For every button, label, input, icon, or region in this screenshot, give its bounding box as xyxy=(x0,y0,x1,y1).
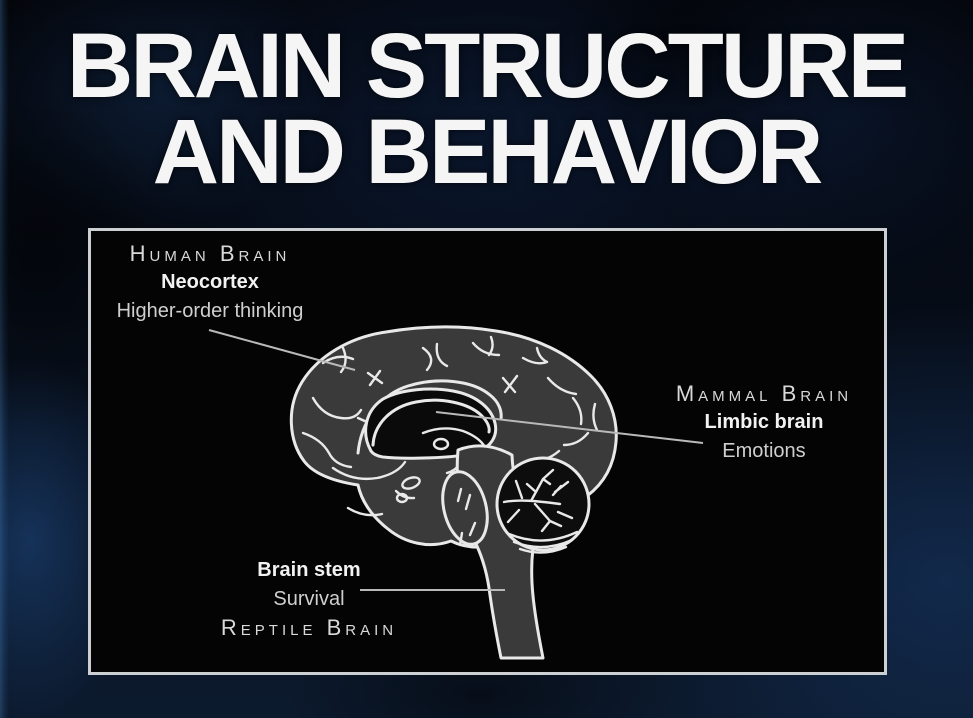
thalamus-line xyxy=(421,427,487,449)
human-brain-function: Higher-order thinking xyxy=(116,300,304,322)
mammal-brain-function: Emotions xyxy=(722,440,806,462)
reptile-brain-structure: Brain stem xyxy=(257,559,361,581)
label-group-mammal-brain: Mammal Brain Limbic brain Emotions xyxy=(676,380,852,466)
leader-line-limbic xyxy=(435,411,704,444)
mammillary-oval xyxy=(401,476,421,490)
diagram-panel: Human Brain Neocortex Higher-order think… xyxy=(88,228,887,675)
leader-line-neocortex xyxy=(208,329,356,371)
mammal-brain-heading: Mammal Brain xyxy=(675,381,853,406)
slide-title: BRAIN STRUCTURE AND BEHAVIOR xyxy=(0,15,973,203)
label-group-human-brain: Human Brain Neocortex Higher-order think… xyxy=(117,240,304,326)
reptile-brain-heading: Reptile Brain xyxy=(220,615,398,640)
gyri-sulci-lines xyxy=(301,335,599,517)
pons-shape xyxy=(441,470,489,546)
brain-sagittal-illustration xyxy=(208,325,704,660)
reptile-brain-function: Survival xyxy=(273,588,345,610)
title-line-2: AND BEHAVIOR xyxy=(152,101,824,203)
title-line-1: BRAIN STRUCTURE xyxy=(66,15,909,117)
mammal-brain-structure: Limbic brain xyxy=(704,411,824,433)
corpus-callosum-line xyxy=(371,398,491,447)
human-brain-structure: Neocortex xyxy=(161,271,259,293)
human-brain-heading: Human Brain xyxy=(129,241,291,266)
label-group-reptile-brain: Brain stem Survival Reptile Brain xyxy=(221,556,397,642)
pituitary-oval xyxy=(395,492,409,504)
cerebellum-shape xyxy=(495,456,591,552)
cerebellum-arbor-lines xyxy=(502,468,579,554)
pons-texture-lines xyxy=(456,487,477,547)
foramen-oval xyxy=(432,437,450,451)
